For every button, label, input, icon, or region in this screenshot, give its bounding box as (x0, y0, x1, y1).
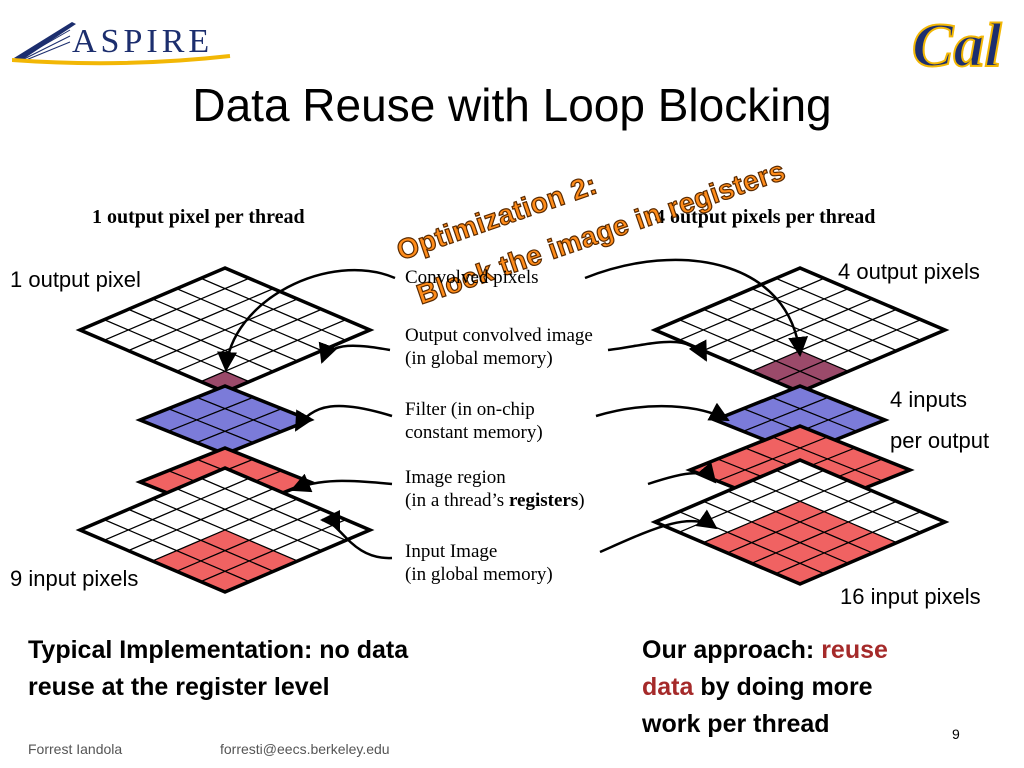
arrow-left-convolved (217, 268, 396, 372)
left-caption-line2: reuse at the register level (28, 673, 330, 701)
left-input-layer-outline (75, 466, 375, 594)
right-caption-pre: Our approach: (642, 636, 822, 664)
right-caption: Our approach: reuse data by doing more w… (642, 632, 888, 743)
left-filter-layer (135, 384, 315, 456)
aspire-logo-text: ASPIRE (72, 23, 213, 60)
right-caption-mid: by doing more (693, 673, 873, 701)
right-output-layer (650, 266, 950, 394)
right-layer-stack (650, 266, 950, 586)
right-panel-heading: 4 output pixels per thread (655, 206, 876, 228)
left-output-layer (75, 266, 375, 394)
slide-title: Data Reuse with Loop Blocking (192, 79, 832, 131)
arrow-right-output (607, 339, 708, 362)
right-caption-accent2: data (642, 673, 694, 701)
right-top-label: 4 output pixels (838, 259, 980, 284)
arrow-left-filter (294, 404, 393, 432)
left-caption: Typical Implementation: no data reuse at… (28, 632, 408, 706)
right-caption-accent1: reuse (821, 636, 888, 664)
arrow-left-region (290, 473, 393, 493)
right-middle-label-1: 4 inputs (890, 387, 968, 412)
aspire-logo: ASPIRE (12, 22, 231, 66)
cal-logo-text: Cal (912, 12, 1002, 80)
left-bottom-label: 9 input pixels (10, 566, 139, 591)
right-input-layer-outline (650, 458, 950, 586)
right-middle-label-2: per output (890, 428, 990, 453)
arrow-left-output (318, 341, 391, 364)
callout-filter: Filter (in on-chip constant memory) (405, 398, 543, 444)
connector-arrows (217, 258, 809, 560)
left-input-layer (75, 466, 375, 594)
callout-region-bold: registers (508, 490, 579, 511)
right-bottom-label: 16 input pixels (840, 584, 981, 609)
arrow-right-filter (595, 402, 730, 422)
callout-output: Output convolved image (in global memory… (405, 324, 593, 370)
callout-region-post: ) (578, 490, 585, 511)
footer-author: Forrest Iandola (28, 741, 123, 757)
callout-input-line2: (in global memory) (405, 564, 553, 585)
callout-convolved: Convolved pixels (405, 267, 539, 288)
callout-region: Image region (in a thread’s registers) (405, 466, 585, 512)
left-caption-line1: Typical Implementation: no data (28, 636, 409, 664)
left-layer-stack (75, 266, 375, 594)
left-top-label: 1 output pixel (10, 267, 141, 292)
callout-input: Input Image (in global memory) (405, 540, 553, 586)
right-input-layer (650, 458, 950, 586)
arrow-left-input (320, 510, 393, 560)
callout-filter-line1: Filter (in on-chip (405, 399, 535, 420)
left-panel-heading: 1 output pixel per thread (92, 206, 305, 228)
callout-input-line1: Input Image (405, 541, 498, 562)
right-caption-line3: work per thread (642, 710, 830, 738)
callout-region-pre: (in a thread’s (405, 490, 509, 511)
callout-output-line1: Output convolved image (405, 325, 593, 346)
callout-filter-line2: constant memory) (405, 422, 543, 443)
arrow-right-convolved (584, 258, 809, 357)
callout-region-line1: Image region (405, 467, 506, 488)
cal-logo: Cal (911, 11, 1003, 81)
arrow-right-input (599, 509, 718, 554)
callout-output-line2: (in global memory) (405, 348, 553, 369)
arrow-right-region (647, 461, 717, 486)
footer-email[interactable]: forresti@eecs.berkeley.edu (220, 741, 390, 757)
page-number: 9 (952, 726, 960, 742)
callout-region-line2: (in a thread’s registers) (405, 489, 585, 512)
